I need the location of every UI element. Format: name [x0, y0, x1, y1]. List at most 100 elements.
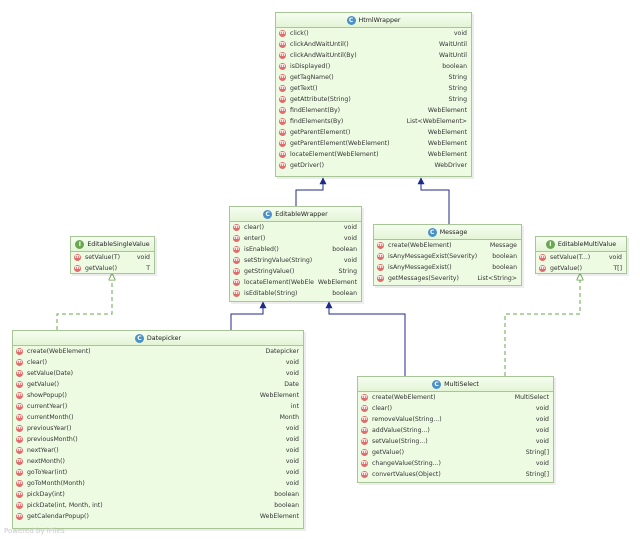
method-icon: m	[16, 348, 23, 355]
method-return-type: Datepicker	[265, 348, 299, 355]
class-name: Message	[439, 228, 468, 236]
interface-icon: I	[75, 239, 85, 249]
method-name: nextYear()	[27, 447, 59, 454]
method-icon: m	[233, 268, 240, 275]
watermark: Powered by iFlies	[4, 527, 65, 535]
method-return-type: void	[343, 257, 357, 264]
method-icon: m	[279, 52, 286, 59]
method-name: getDriver()	[290, 162, 325, 169]
method-return-type: void	[285, 469, 299, 476]
method-icon: m	[539, 254, 546, 261]
method-return-type: WebElement	[427, 140, 467, 147]
method-return-type: WaitUntil	[439, 41, 467, 48]
method-name: locateElement(WebElement)	[290, 151, 379, 158]
method-return-type: boolean	[332, 246, 357, 253]
method-return-type: boolean	[492, 253, 517, 260]
method-return-type: WebDriver	[434, 162, 467, 169]
class-icon: C	[427, 227, 437, 237]
method-icon: m	[279, 85, 286, 92]
method-name: isAnyMessageExist(Severity)	[388, 253, 478, 260]
method-name: changeValue(String...)	[372, 460, 441, 467]
method-icon: m	[377, 264, 384, 271]
class-icon: C	[346, 15, 356, 25]
method-icon: m	[16, 414, 23, 421]
method-return-type: String	[338, 268, 357, 275]
method-icon: m	[16, 381, 23, 388]
method-return-type: void	[535, 416, 549, 423]
method-return-type: WebElement	[317, 279, 357, 286]
method-icon: m	[233, 290, 240, 297]
method-name: nextMonth()	[27, 458, 65, 465]
method-icon: m	[361, 460, 368, 467]
method-return-type: void	[285, 425, 299, 432]
method-name: create(WebElement)	[388, 242, 452, 249]
method-name: clear()	[244, 224, 265, 231]
method-icon: m	[361, 438, 368, 445]
method-name: getText()	[290, 85, 318, 92]
extends-datepicker-editablewrapper	[230, 301, 267, 330]
method-icon: m	[16, 403, 23, 410]
method-name: currentMonth()	[27, 414, 74, 421]
